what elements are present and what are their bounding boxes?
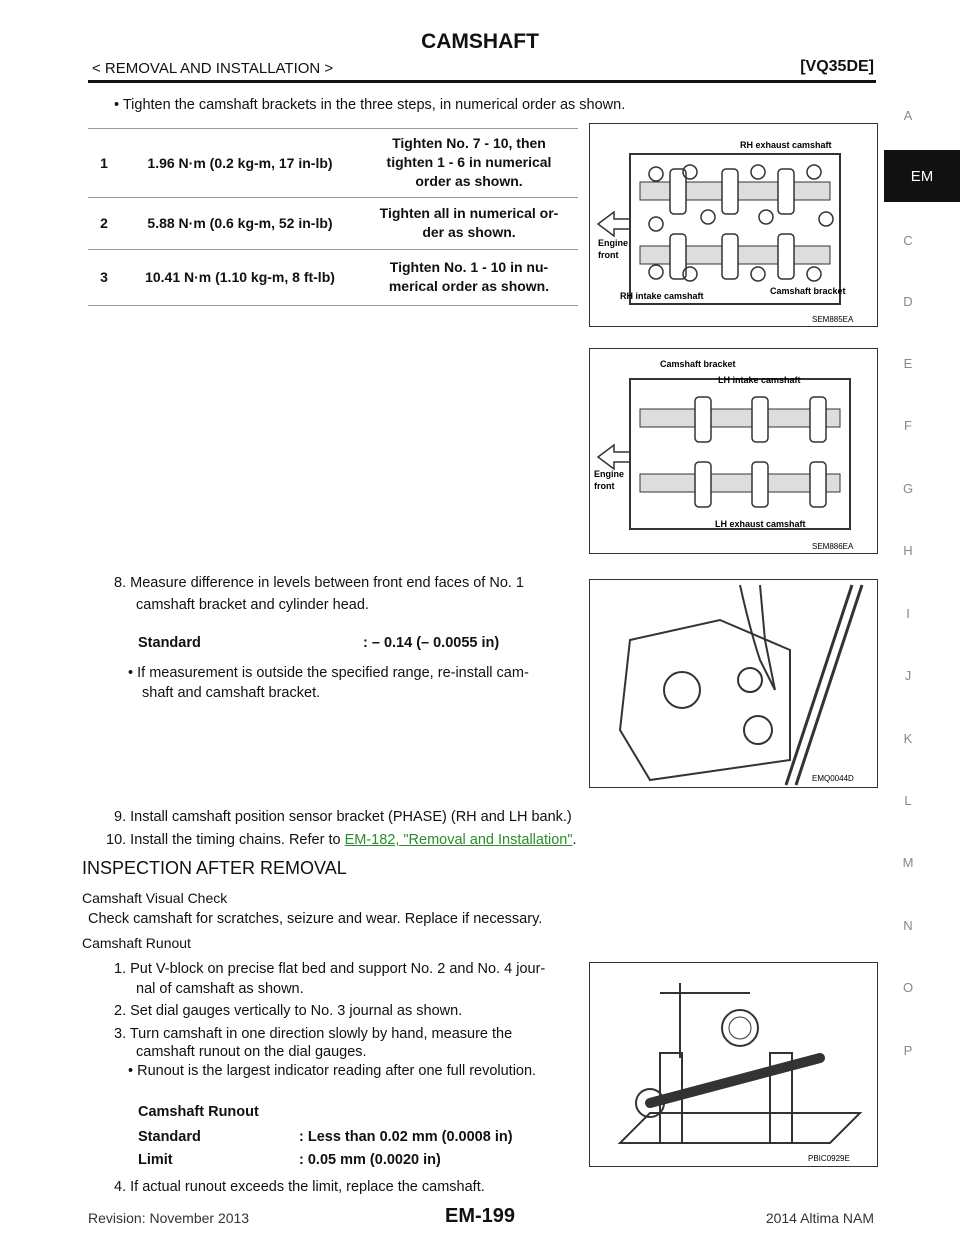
torque-value: 5.88 N·m (0.6 kg-m, 52 in-lb) [120, 197, 360, 250]
torque-value: 10.41 N·m (1.10 kg-m, 8 ft-lb) [120, 249, 360, 306]
side-index-m[interactable]: M [902, 855, 914, 870]
figure-code: SEM886EA [812, 542, 854, 551]
step8-text-line1: 8. Measure difference in levels between … [114, 575, 525, 591]
footer-model: 2014 Altima NAM [765, 1210, 874, 1226]
table-row: 3 10.41 N·m (1.10 kg-m, 8 ft-lb) Tighten… [88, 249, 578, 306]
runout-step2: 2. Set dial gauges vertically to No. 3 j… [114, 1003, 463, 1019]
side-index-l[interactable]: L [904, 793, 912, 808]
step10-text: 10. Install the timing chains. Refer to … [106, 832, 577, 848]
spec-title: Camshaft Runout [138, 1104, 259, 1120]
torque-instruction: Tighten No. 7 - 10, then tighten 1 - 6 i… [360, 129, 578, 198]
label-front: front [598, 250, 619, 260]
side-index-d[interactable]: D [903, 294, 913, 309]
figure-code: EMQ0044D [812, 774, 854, 783]
step8-bullet-line2: shaft and camshaft bracket. [142, 685, 321, 701]
torque-instruction: Tighten all in numerical or- der as show… [360, 197, 578, 250]
table-row: 2 5.88 N·m (0.6 kg-m, 52 in-lb) Tighten … [88, 197, 578, 250]
level-measurement-diagram: EMQ0044D [618, 584, 864, 786]
side-index-em-active[interactable]: EM [884, 150, 960, 202]
side-index-e[interactable]: E [903, 356, 913, 371]
side-index-f[interactable]: F [904, 418, 912, 433]
side-index-o[interactable]: O [902, 980, 914, 995]
side-index-a[interactable]: A [903, 108, 913, 123]
removal-installation-link[interactable]: EM-182, "Removal and Installation" [344, 832, 573, 848]
label-engine: Engine [598, 238, 628, 248]
runout-diagram: PBIC0929E [617, 983, 863, 1163]
intro-bullet: • Tighten the camshaft brackets in the t… [114, 97, 626, 113]
side-index-k[interactable]: K [903, 731, 913, 746]
step8-bullet-line1: • If measurement is outside the specifie… [128, 665, 529, 681]
step-number: 2 [88, 197, 120, 250]
label-front: front [594, 481, 615, 491]
label-lh-exhaust: LH exhaust camshaft [715, 519, 806, 529]
visual-check-text: Check camshaft for scratches, seizure an… [88, 911, 543, 927]
torque-table: 1 1.96 N·m (0.2 kg-m, 17 in-lb) Tighten … [88, 128, 578, 306]
rh-bracket-diagram: RH exhaust camshaft Engine front RH inta… [596, 140, 854, 324]
table-top-rule [88, 128, 578, 129]
footer-revision: Revision: November 2013 [88, 1210, 250, 1226]
step8-standard-value: : – 0.14 (– 0.0055 in) [363, 635, 500, 651]
label-bracket: Camshaft bracket [660, 359, 736, 369]
lh-bracket-diagram: Camshaft bracket LH intake camshaft Engi… [594, 359, 854, 551]
side-index-i[interactable]: I [906, 606, 910, 621]
header-rule [88, 80, 876, 83]
side-index-n[interactable]: N [903, 918, 913, 933]
label-rh-intake: RH intake camshaft [620, 291, 704, 301]
inspection-heading: INSPECTION AFTER REMOVAL [82, 858, 347, 878]
runout-step3-bullet: • Runout is the largest indicator readin… [128, 1063, 537, 1079]
torque-value: 1.96 N·m (0.2 kg-m, 17 in-lb) [120, 129, 360, 198]
runout-step3-line2: camshaft runout on the dial gauges. [136, 1044, 367, 1060]
spec-standard-label: Standard [138, 1129, 201, 1145]
figure-rh-camshaft-bracket: RH exhaust camshaft Engine front RH inta… [589, 123, 878, 327]
side-index-g[interactable]: G [902, 481, 914, 496]
step-number: 1 [88, 129, 120, 198]
page-number: EM-199 [444, 1205, 516, 1227]
step8-text-line2: camshaft bracket and cylinder head. [136, 597, 369, 613]
runout-step1-line1: 1. Put V-block on precise flat bed and s… [114, 961, 546, 977]
spec-limit-value: : 0.05 mm (0.0020 in) [299, 1152, 441, 1168]
visual-check-title: Camshaft Visual Check [82, 890, 228, 906]
spec-standard-value: : Less than 0.02 mm (0.0008 in) [299, 1129, 513, 1145]
side-index-c[interactable]: C [903, 233, 913, 248]
spec-limit-label: Limit [138, 1152, 173, 1168]
figure-level-measurement: EMQ0044D [589, 579, 878, 788]
table-row: 1 1.96 N·m (0.2 kg-m, 17 in-lb) Tighten … [88, 129, 578, 198]
step-number: 3 [88, 249, 120, 306]
label-bracket: Camshaft bracket [770, 286, 846, 296]
runout-step3-line1: 3. Turn camshaft in one direction slowly… [114, 1026, 513, 1042]
label-lh-intake: LH intake camshaft [718, 375, 801, 385]
step9-text: 9. Install camshaft position sensor brac… [114, 809, 572, 825]
figure-camshaft-runout: PBIC0929E [589, 962, 878, 1167]
runout-step4: 4. If actual runout exceeds the limit, r… [114, 1179, 485, 1195]
label-rh-exhaust: RH exhaust camshaft [740, 140, 832, 150]
section-subheader: < REMOVAL AND INSTALLATION > [92, 60, 334, 77]
runout-step1-line2: nal of camshaft as shown. [136, 981, 304, 997]
side-index-j[interactable]: J [904, 668, 912, 683]
runout-title: Camshaft Runout [82, 935, 191, 951]
page-title: CAMSHAFT [421, 30, 539, 53]
figure-code: PBIC0929E [808, 1154, 850, 1163]
side-index-p[interactable]: P [903, 1043, 913, 1058]
step8-standard-label: Standard [138, 635, 201, 651]
label-engine: Engine [594, 469, 624, 479]
figure-code: SEM885EA [812, 315, 854, 324]
side-index-h[interactable]: H [903, 543, 913, 558]
figure-lh-camshaft-bracket: Camshaft bracket LH intake camshaft Engi… [589, 348, 878, 554]
torque-instruction: Tighten No. 1 - 10 in nu- merical order … [360, 249, 578, 306]
engine-code: [VQ35DE] [800, 58, 874, 75]
